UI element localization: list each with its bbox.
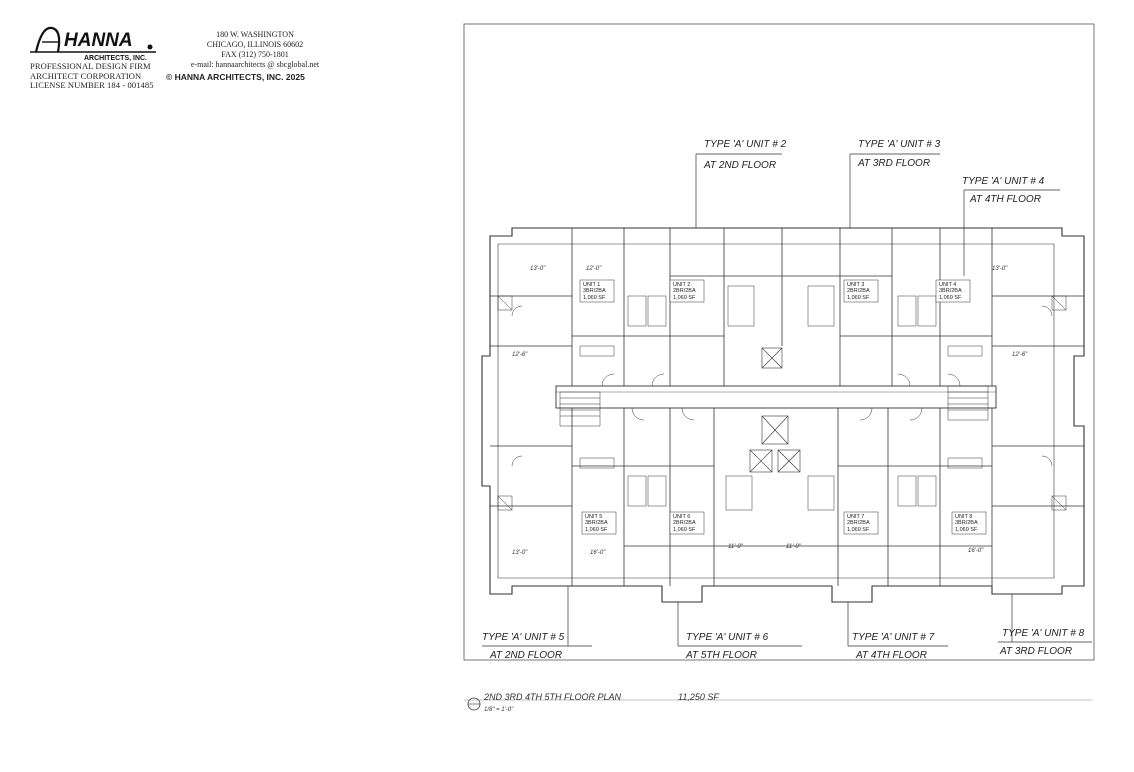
callout: TYPE 'A' UNIT # 3 AT 3RD FLOOR <box>849 139 941 228</box>
svg-text:AT 4TH FLOOR: AT 4TH FLOOR <box>969 194 1041 205</box>
plan-title-text: 2ND 3RD 4TH 5TH FLOOR PLAN <box>483 692 622 702</box>
svg-text:TYPE 'A' UNIT # 6: TYPE 'A' UNIT # 6 <box>686 632 769 643</box>
svg-text:1,060 SF: 1,060 SF <box>583 295 606 301</box>
callout: TYPE 'A' UNIT # 5 AT 2ND FLOOR <box>482 586 592 661</box>
copyright-notice: © HANNA ARCHITECTS, INC. 2025 <box>166 72 305 82</box>
svg-text:1,060 SF: 1,060 SF <box>673 295 696 301</box>
svg-text:UNIT 4: UNIT 4 <box>939 282 956 288</box>
firm-line: PROFESSIONAL DESIGN FIRM <box>30 61 151 71</box>
dimension: 12'-6" <box>1012 352 1028 358</box>
firm-line: LICENSE NUMBER 184 - 001485 <box>30 80 154 90</box>
callout: TYPE 'A' UNIT # 6 AT 5TH FLOOR <box>677 602 802 661</box>
svg-text:3BR/2BA: 3BR/2BA <box>939 288 962 294</box>
floor-plan-sheet: UNIT 1 3BR/2BA 1,060 SF UNIT 2 2BR/2BA 1… <box>463 23 1095 713</box>
svg-text:1,060 SF: 1,060 SF <box>847 527 870 533</box>
svg-text:1,060 SF: 1,060 SF <box>955 527 978 533</box>
svg-text:1,060 SF: 1,060 SF <box>673 527 696 533</box>
svg-text:UNIT 3: UNIT 3 <box>847 282 864 288</box>
plan-area: 11,250 SF <box>678 692 719 702</box>
unit-labels: UNIT 1 3BR/2BA 1,060 SF UNIT 2 2BR/2BA 1… <box>579 279 987 535</box>
callouts-top: TYPE 'A' UNIT # 2 AT 2ND FLOOR TYPE 'A' … <box>695 139 1060 276</box>
svg-text:UNIT 7: UNIT 7 <box>847 514 864 520</box>
svg-text:1,060 SF: 1,060 SF <box>847 295 870 301</box>
plan-title: 2ND 3RD 4TH 5TH FLOOR PLAN 1/8" = 1'-0" … <box>467 692 719 713</box>
unit-label: UNIT 2 2BR/2BA 1,060 SF <box>669 279 705 303</box>
svg-text:AT 3RD FLOOR: AT 3RD FLOOR <box>857 158 930 169</box>
svg-text:AT 2ND FLOOR: AT 2ND FLOOR <box>703 160 776 171</box>
dimension: 16'-0" <box>590 550 606 556</box>
svg-text:1,060 SF: 1,060 SF <box>585 527 608 533</box>
svg-text:UNIT 8: UNIT 8 <box>955 514 972 520</box>
firm-line: ARCHITECT CORPORATION <box>30 70 142 81</box>
svg-text:TYPE 'A' UNIT # 2: TYPE 'A' UNIT # 2 <box>704 139 787 150</box>
firm-address: 180 W. WASHINGTON CHICAGO, ILLINOIS 6060… <box>180 30 330 70</box>
svg-text:TYPE 'A' UNIT # 7: TYPE 'A' UNIT # 7 <box>852 632 935 643</box>
callout: TYPE 'A' UNIT # 4 AT 4TH FLOOR <box>962 176 1060 276</box>
address-line: FAX (312) 750-1801 <box>221 50 289 59</box>
plan-scale: 1/8" = 1'-0" <box>484 707 514 713</box>
dimension: 11'-0" <box>728 544 744 550</box>
svg-text:AT 2ND FLOOR: AT 2ND FLOOR <box>489 650 562 661</box>
svg-text:3BR/2BA: 3BR/2BA <box>955 520 978 526</box>
svg-text:TYPE 'A' UNIT # 4: TYPE 'A' UNIT # 4 <box>962 176 1045 187</box>
svg-text:UNIT 1: UNIT 1 <box>583 282 600 288</box>
unit-label: UNIT 6 2BR/2BA 1,060 SF <box>669 511 705 535</box>
address-email: e-mail: hannaarchitects @ sbcglobal.net <box>190 60 320 69</box>
firm-credentials: PROFESSIONAL DESIGN FIRM ARCHITECT CORPO… <box>30 61 154 91</box>
dimension: 13'-0" <box>512 550 528 556</box>
dimension: 16'-0" <box>968 548 984 554</box>
callout: TYPE 'A' UNIT # 7 AT 4TH FLOOR <box>847 602 948 661</box>
unit-label: UNIT 8 3BR/2BA 1,060 SF <box>951 511 987 535</box>
svg-text:TYPE 'A' UNIT # 3: TYPE 'A' UNIT # 3 <box>858 139 941 150</box>
dimension: 13'-0" <box>530 266 546 272</box>
dimension: 12'-6" <box>512 352 528 358</box>
unit-label: UNIT 3 2BR/2BA 1,060 SF <box>843 279 879 303</box>
title-block: HANNA ARCHITECTS, INC. PROFESSIONAL DESI… <box>0 0 440 100</box>
unit-label: UNIT 7 2BR/2BA 1,060 SF <box>843 511 879 535</box>
building-footprint <box>481 227 1085 603</box>
dimension: 12'-0" <box>586 266 602 272</box>
svg-text:UNIT 6: UNIT 6 <box>673 514 690 520</box>
svg-text:TYPE 'A' UNIT # 5: TYPE 'A' UNIT # 5 <box>482 632 565 643</box>
svg-text:AT 4TH FLOOR: AT 4TH FLOOR <box>855 650 927 661</box>
svg-text:1,060 SF: 1,060 SF <box>939 295 962 301</box>
svg-text:2BR/2BA: 2BR/2BA <box>673 288 696 294</box>
svg-text:UNIT 2: UNIT 2 <box>673 282 690 288</box>
svg-text:AT 5TH FLOOR: AT 5TH FLOOR <box>685 650 757 661</box>
unit-label: UNIT 5 3BR/2BA 1,060 SF <box>581 511 617 535</box>
svg-text:UNIT 5: UNIT 5 <box>585 514 602 520</box>
logo-subtext: ARCHITECTS, INC. <box>84 55 147 62</box>
svg-text:3BR/2BA: 3BR/2BA <box>583 288 606 294</box>
svg-text:2BR/2BA: 2BR/2BA <box>847 288 870 294</box>
firm-logo: HANNA ARCHITECTS, INC. <box>30 26 156 62</box>
callout: TYPE 'A' UNIT # 2 AT 2ND FLOOR <box>695 139 787 228</box>
svg-text:2BR/2BA: 2BR/2BA <box>673 520 696 526</box>
svg-text:AT 3RD FLOOR: AT 3RD FLOOR <box>999 646 1072 657</box>
svg-text:2BR/2BA: 2BR/2BA <box>847 520 870 526</box>
dimension: 13'-0" <box>992 266 1008 272</box>
address-line: 180 W. WASHINGTON <box>216 30 294 39</box>
sheet-border <box>463 23 1095 661</box>
logo-text: HANNA <box>64 30 133 51</box>
unit-label: UNIT 4 3BR/2BA 1,060 SF <box>935 279 971 303</box>
callouts-bottom: TYPE 'A' UNIT # 5 AT 2ND FLOOR TYPE 'A' … <box>482 586 1092 661</box>
dimension-labels: 13'-0" 12'-0" 12'-6" 13'-0" 16'-0" 11'-0… <box>512 266 1028 556</box>
svg-text:TYPE 'A' UNIT # 8: TYPE 'A' UNIT # 8 <box>1002 628 1085 639</box>
svg-text:3BR/2BA: 3BR/2BA <box>585 520 608 526</box>
address-line: CHICAGO, ILLINOIS 60602 <box>206 40 304 49</box>
dimension: 11'-0" <box>786 544 802 550</box>
unit-label: UNIT 1 3BR/2BA 1,060 SF <box>579 279 615 303</box>
callout: TYPE 'A' UNIT # 8 AT 3RD FLOOR <box>998 594 1092 657</box>
